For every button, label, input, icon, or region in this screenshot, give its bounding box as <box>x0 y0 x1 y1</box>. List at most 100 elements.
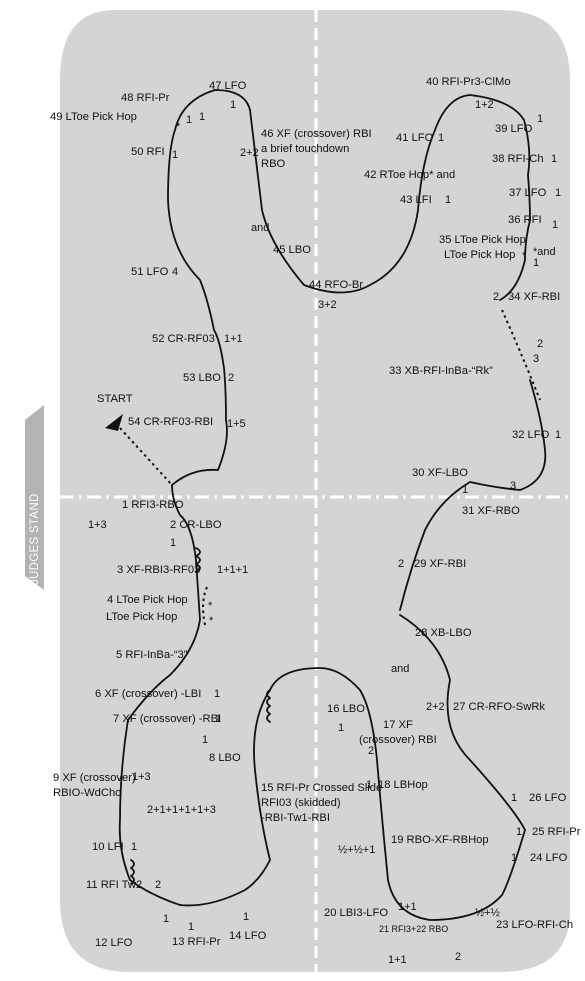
element-label: 11 RFI Tw2 <box>86 879 142 891</box>
count-label: ½+½+1 <box>338 844 375 856</box>
count-label: 3 <box>510 480 516 492</box>
element-label: LToe Pick Hop <box>106 611 177 623</box>
element-label: 2 CR-LBO <box>170 519 222 531</box>
count-label: 4 <box>172 266 178 278</box>
count-label: 3+2 <box>318 299 337 311</box>
element-label: 9 XF (crossover) <box>53 772 136 784</box>
count-label: 2 <box>228 372 234 384</box>
count-label: * <box>209 615 214 627</box>
count-label: 2 <box>368 745 374 757</box>
count-label: 1 <box>188 921 194 933</box>
element-label: 27 CR-RFO-SwRk <box>453 701 545 713</box>
element-label: 51 LFO <box>131 266 169 278</box>
element-label: 23 LFO-RFI-Ch <box>496 919 573 931</box>
count-label: 1 <box>552 219 558 231</box>
element-label: 30 XF-LBO <box>412 467 468 479</box>
element-label: 24 LFO <box>530 852 568 864</box>
element-label: 28 XB-LBO <box>415 627 472 639</box>
count-label: 2 <box>398 558 404 570</box>
count-label: * <box>208 600 213 612</box>
count-label: 1 <box>172 149 178 161</box>
count-label: 1 <box>511 852 517 864</box>
element-label: 18 LBHop <box>378 779 428 791</box>
count-label: 1 <box>537 113 543 125</box>
element-label: 1 RFI3-RBO <box>122 499 184 511</box>
count-label: 1+2 <box>475 99 494 111</box>
element-label: 33 XB-RFI-InBa-“Rk” <box>389 365 493 377</box>
element-label: 44 RFO-Br <box>309 279 363 291</box>
count-label: 2 <box>537 338 543 350</box>
count-label: 1 <box>131 841 137 853</box>
element-label: (crossover) RBI <box>359 734 437 746</box>
count-label: 1 <box>230 99 236 111</box>
element-label: 17 XF <box>383 719 413 731</box>
element-label: 31 XF-RBO <box>462 505 520 517</box>
element-label: 7 XF (crossover) -RBI <box>113 713 221 725</box>
element-label: 49 LToe Pick Hop <box>50 111 137 123</box>
element-label: 34 XF-RBI <box>508 291 560 303</box>
count-label: 1 <box>551 153 557 165</box>
element-label: 10 LFI <box>92 841 124 853</box>
element-label: 25 RFI-Pr <box>532 826 581 838</box>
start-label: START <box>97 393 133 405</box>
count-label: and <box>251 222 269 234</box>
element-label: 19 RBO-XF-RBHop <box>391 834 489 846</box>
element-label: 20 LBI3-LFO <box>324 907 388 919</box>
count-label: 1+1 <box>224 333 243 345</box>
count-label: 3 <box>533 353 539 365</box>
rink-surface <box>60 10 570 972</box>
element-label: 47 LFO <box>209 80 247 92</box>
count-label: 2+1+1+1+1+3 <box>147 804 216 816</box>
count-label: 1 <box>170 537 176 549</box>
element-label: 40 RFI-Pr3-ClMo <box>426 76 511 88</box>
element-label: 36 RFI <box>508 214 542 226</box>
count-label: 2+2 <box>240 147 259 159</box>
count-label: 1+1 <box>388 954 407 966</box>
count-label: 1 <box>243 911 249 923</box>
element-label: 52 CR-RF03 <box>152 333 215 345</box>
pattern-traces <box>118 89 547 921</box>
count-label: 1+1 <box>398 901 417 913</box>
element-label: 13 RFI-Pr <box>172 936 221 948</box>
start-dotted-trace <box>119 427 173 486</box>
count-label: 1 <box>199 111 205 123</box>
count-label: 2 <box>493 291 499 303</box>
element-label: 42 RToe Hop* and <box>364 169 455 181</box>
element-label: 26 LFO <box>529 792 567 804</box>
count-label: ½+½ <box>475 907 500 919</box>
count-label: 1+1+1 <box>217 564 248 576</box>
element-label: 46 XF (crossover) RBI <box>261 128 372 140</box>
count-label: *and <box>533 246 556 258</box>
element-label: RBO <box>261 158 286 170</box>
element-label: 16 LBO <box>327 703 365 715</box>
count-label: 1 <box>186 114 192 126</box>
element-label: 53 LBO <box>183 372 221 384</box>
count-labels: 1+3 1 1+1+1 * * 1 1 1 1+3 1 2 1 1 1 2+1+… <box>88 99 561 966</box>
count-label: 1 <box>462 484 468 496</box>
element-label: 21 RFI3+22 RBO <box>379 924 448 934</box>
start-arrow-icon <box>105 414 123 431</box>
count-label: 1+5 <box>227 418 246 430</box>
count-label: * <box>522 250 527 262</box>
element-label: 39 LFO <box>495 123 533 135</box>
element-label: 50 RFI <box>131 146 165 158</box>
element-label: LToe Pick Hop <box>444 249 515 261</box>
element-label: RBIO-WdCho <box>53 787 121 799</box>
element-label: 54 CR-RF03-RBI <box>128 416 213 428</box>
count-label: 1 <box>202 734 208 746</box>
element-label: 15 RFI-Pr Crossed Slide <box>261 782 382 794</box>
element-label: a brief touchdown <box>261 143 349 155</box>
count-label: 1 <box>338 722 344 734</box>
count-label: 1 <box>516 826 522 838</box>
judges-stand-label: JUDGES STAND <box>29 493 41 585</box>
element-label: 43 LFI <box>400 194 432 206</box>
element-label: 14 LFO <box>229 930 267 942</box>
element-label: 4 LToe Pick Hop <box>107 594 188 606</box>
count-label: and <box>391 663 409 675</box>
element-labels: 1 RFI3-RBO 2 CR-LBO 3 XF-RBI3-RF03 4 LTo… <box>50 76 581 949</box>
count-label: 1 <box>163 913 169 925</box>
count-label: * <box>176 121 181 133</box>
count-label: 1 <box>214 688 220 700</box>
count-label: 1 <box>215 713 221 725</box>
